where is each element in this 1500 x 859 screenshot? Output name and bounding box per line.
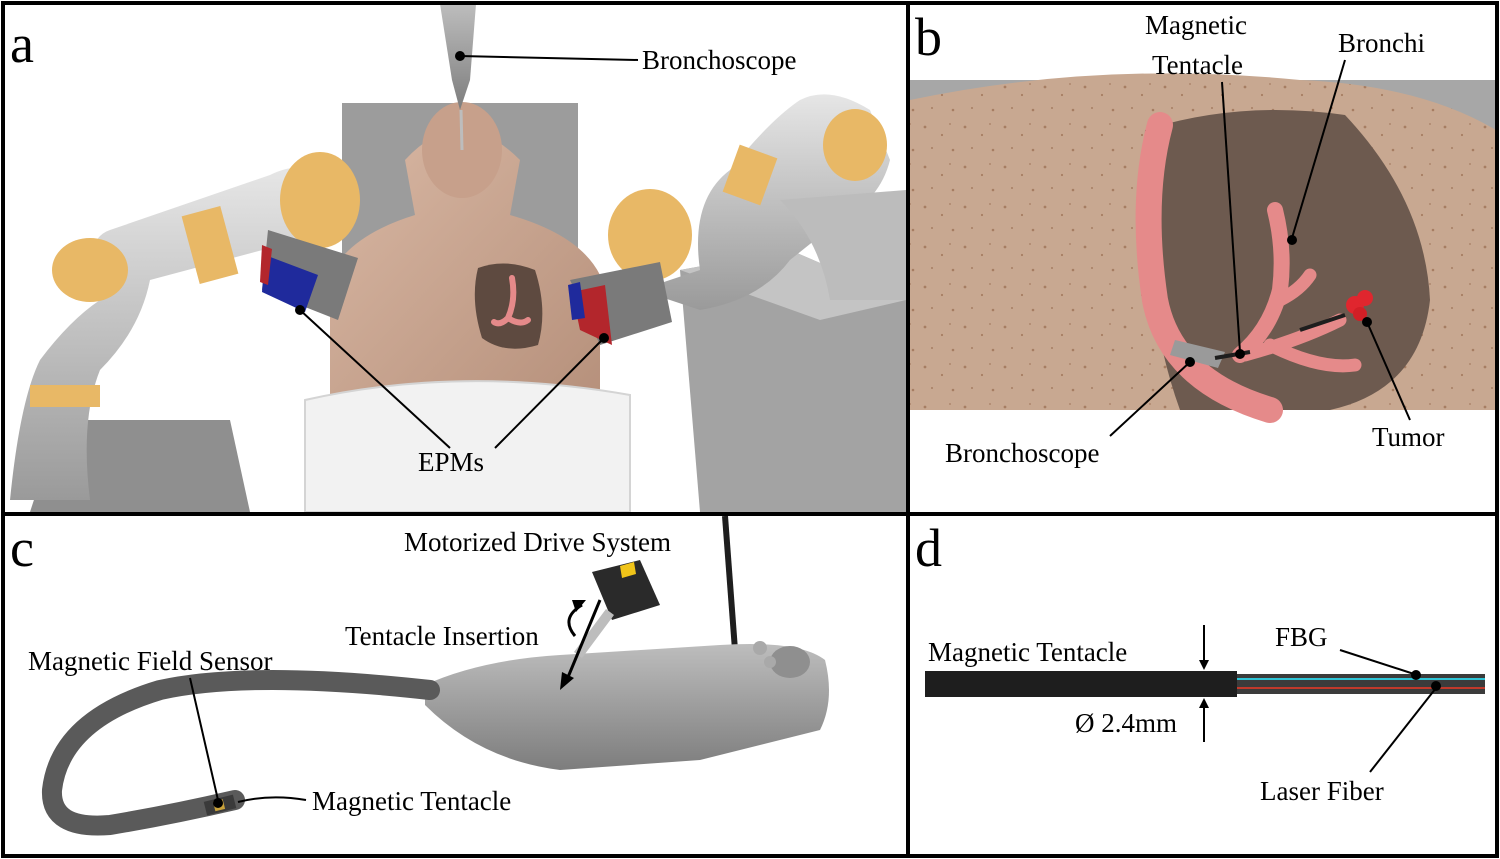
insertion-arrow-head: [560, 672, 574, 690]
left-robot-joint-shoulder: [52, 238, 128, 302]
rotation-arrow-head: [572, 600, 586, 612]
drive-insertion-rod: [573, 609, 615, 658]
leader-magnetic-tentacle-b: [1221, 81, 1241, 353]
right-cart: [680, 250, 906, 512]
label-fbg: FBG: [1275, 622, 1328, 652]
label-magnetic-tentacle-b-line1: Magnetic: [1145, 10, 1247, 40]
leader-dot-tumor: [1362, 317, 1372, 327]
right-robot-joint-mid: [722, 144, 778, 206]
leader-dot-bronchi: [1287, 235, 1297, 245]
label-diameter: Ø 2.4mm: [1075, 708, 1177, 738]
trachea: [1135, 112, 1283, 423]
label-epms: EPMs: [418, 447, 484, 477]
label-tentacle-insertion: Tentacle Insertion: [345, 621, 539, 651]
label-bronchoscope-b: Bronchoscope: [945, 438, 1099, 468]
left-epm-red: [260, 245, 272, 285]
flexible-tube: [42, 670, 440, 836]
tentacle-fiber-section: [1237, 674, 1485, 694]
leader-dot-laser-fiber: [1431, 681, 1441, 691]
diameter-arrow-top-head: [1199, 660, 1209, 670]
leader-dot-fbg: [1411, 670, 1421, 680]
sheet: [304, 380, 631, 512]
left-robot-joint-mid: [181, 206, 239, 284]
leader-fbg: [1339, 649, 1415, 675]
bronchoscope-a-tube: [459, 109, 464, 151]
label-laser-fiber: Laser Fiber: [1260, 776, 1384, 806]
leader-bronchoscope-a: [459, 55, 639, 61]
panel-b-letter: b: [915, 7, 942, 67]
left-robot-arm: [10, 167, 330, 500]
bronchoscope-body-c: [425, 644, 829, 770]
leader-laser-fiber: [1369, 687, 1437, 773]
leader-dot-epm-left: [295, 305, 305, 315]
chest-cutout: [474, 263, 543, 349]
leader-epm-right: [494, 337, 605, 449]
panel-b: b Magnetic Tentacle Bronchi Bronchoscope…: [910, 4, 1496, 512]
leader-magnetic-tentacle-c: [237, 796, 307, 803]
right-robot-joint-top: [608, 189, 692, 281]
label-motorized-drive-system: Motorized Drive System: [404, 527, 671, 557]
label-tumor: Tumor: [1372, 422, 1445, 452]
panel-a: a Bronchoscope EPMs: [4, 4, 906, 512]
leader-dot-bronchoscope-a: [455, 51, 465, 61]
scope-cable: [722, 516, 738, 651]
panel-c-letter: c: [10, 518, 34, 578]
scope-knob: [770, 646, 810, 678]
right-epm-blue: [568, 282, 585, 320]
leader-dot-magnetic-tentacle-b: [1235, 349, 1245, 359]
label-magnetic-tentacle-d: Magnetic Tentacle: [928, 637, 1127, 667]
left-robot-joint-top: [280, 152, 360, 248]
tumor-sphere-2: [1357, 290, 1373, 306]
panel-c: c Motorized Drive System Tentacle Insert…: [4, 516, 906, 855]
scope-button-1: [753, 641, 767, 655]
scope-button-2: [764, 656, 776, 668]
leader-tumor: [1366, 321, 1411, 421]
patient-body: [330, 130, 600, 420]
small-bronchi: [491, 275, 531, 327]
leader-dot-bronchoscope-b: [1185, 357, 1195, 367]
bronchoscope-b: [1170, 340, 1225, 368]
leader-dot-field-sensor: [213, 798, 223, 808]
right-robot-joint-shoulder: [823, 109, 887, 181]
insertion-arrow: [564, 599, 602, 683]
tumor-sphere-3: [1353, 307, 1367, 321]
left-robot-joint-base: [30, 385, 100, 407]
leader-dot-epm-right: [599, 333, 609, 343]
left-epm-blue: [262, 255, 318, 312]
leader-bronchi: [1291, 59, 1346, 239]
label-magnetic-tentacle-c: Magnetic Tentacle: [312, 786, 511, 816]
label-bronchoscope-a: Bronchoscope: [642, 45, 796, 75]
leader-epm-left: [299, 309, 451, 449]
label-bronchi: Bronchi: [1338, 28, 1425, 58]
motorized-drive-unit: [592, 560, 660, 620]
drive-warning-label: [620, 562, 636, 578]
panel-d-letter: d: [915, 518, 942, 578]
label-magnetic-field-sensor: Magnetic Field Sensor: [28, 646, 272, 676]
panel-d: d Magnetic Tentacle FBG Ø 2.4mm Laser Fi…: [910, 516, 1496, 855]
right-robot-base: [780, 190, 906, 300]
panel-a-letter: a: [10, 14, 34, 74]
diameter-arrow-bottom-head: [1199, 698, 1209, 708]
bronchi-branches: [1238, 268, 1362, 373]
tentacle-body-d: [925, 671, 1237, 697]
label-magnetic-tentacle-b-line2: Tentacle: [1152, 50, 1243, 80]
leader-field-sensor: [189, 677, 219, 801]
bronchi-upper: [1232, 202, 1290, 363]
leader-bronchoscope-b: [1109, 361, 1191, 437]
